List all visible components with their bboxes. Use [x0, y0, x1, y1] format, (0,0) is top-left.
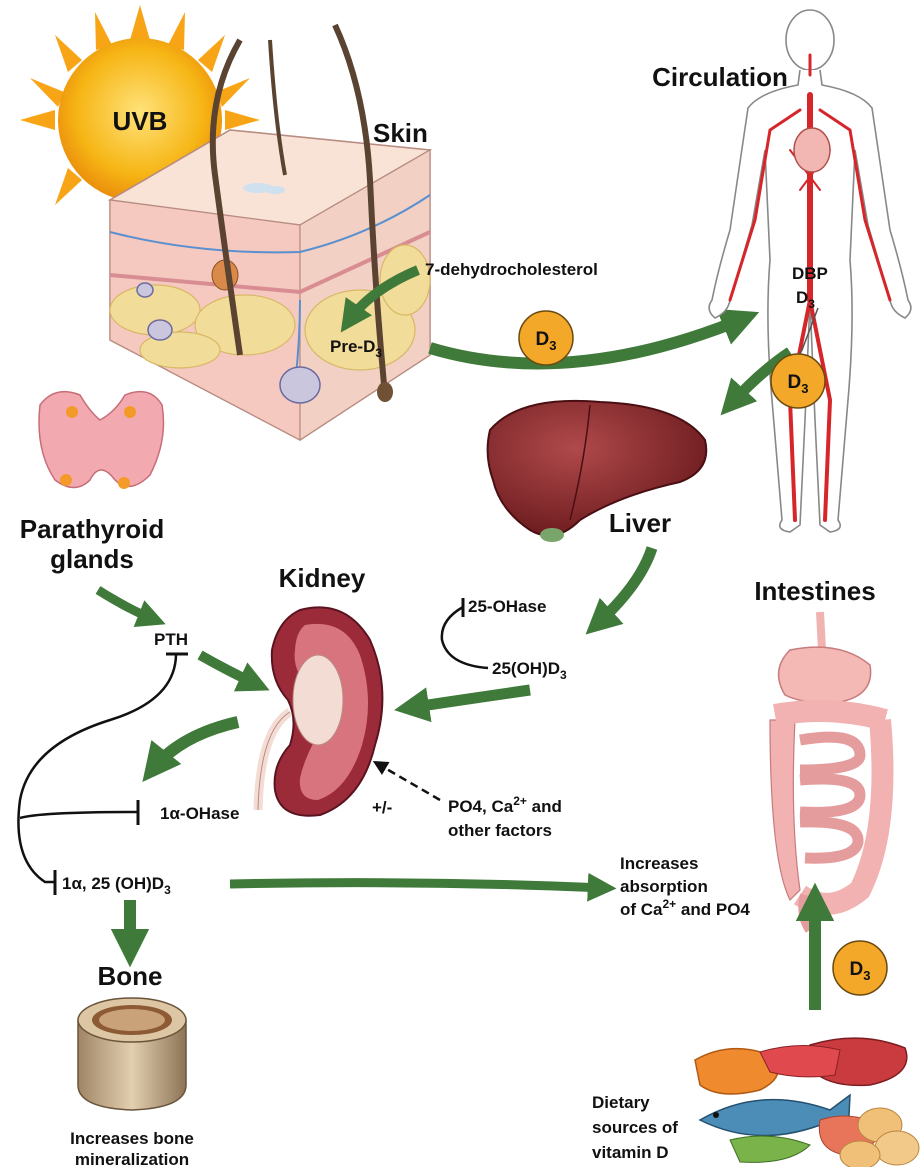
1a-ohase-label: 1α-OHase: [160, 804, 239, 823]
25ohd3-to-kidney-arrow: [408, 690, 530, 708]
kidney-label: Kidney: [279, 563, 366, 593]
parathyroid-illustration: [39, 392, 164, 489]
25-ohase-label: 25-OHase: [468, 597, 546, 616]
calcitriol-to-absorption-arrow: [230, 883, 605, 888]
heart-icon: [794, 128, 830, 172]
diet-label-line3: vitamin D: [592, 1143, 669, 1162]
pth-label: PTH: [154, 630, 188, 649]
diet-label-line1: Dietary: [592, 1093, 650, 1112]
bone-effect-line2: mineralization: [75, 1150, 189, 1167]
circulation-label: Circulation: [652, 62, 788, 92]
parathyroid-to-pth-arrow: [98, 590, 155, 620]
7-dehydrocholesterol-label: 7-dehydrocholesterol: [425, 260, 598, 279]
d3-badge-skin: D3: [519, 311, 573, 365]
bone-illustration: [78, 998, 186, 1110]
calcitriol-label: 1α, 25 (OH)D3: [62, 874, 171, 897]
factors-dashed-arrow: [378, 764, 440, 800]
kidney-to-1a-ohase-arrow: [152, 722, 238, 770]
kidney-illustration: [258, 607, 382, 815]
pth-to-kidney-arrow: [200, 655, 258, 685]
25ohd3-label: 25(OH)D3: [492, 659, 567, 682]
d3-badge-circulation: D3: [771, 354, 825, 408]
d3-badge-diet: D3: [833, 941, 887, 995]
ohase-loop: [442, 607, 488, 668]
intestines-illustration: [770, 612, 885, 930]
factors-label-line1: PO4, Ca2+ and: [448, 794, 562, 816]
bone-effect-line1: Increases bone: [70, 1129, 194, 1148]
absorption-label-line3: of Ca2+ and PO4: [620, 897, 750, 919]
factors-label-line2: other factors: [448, 821, 552, 840]
dietary-foods-illustration: [695, 1038, 919, 1167]
parathyroid-label-line1: Parathyroid: [20, 514, 165, 544]
absorption-label-line1: Increases: [620, 854, 698, 873]
diet-label-line2: sources of: [592, 1118, 678, 1137]
bone-label: Bone: [98, 961, 163, 991]
liver-label: Liver: [609, 508, 671, 538]
absorption-label-line2: absorption: [620, 877, 708, 896]
dbp-label: DBP: [792, 264, 828, 283]
uvb-label: UVB: [113, 106, 168, 136]
plus-minus-label: +/-: [372, 798, 392, 817]
skin-label: Skin: [373, 118, 428, 148]
parathyroid-label-line2: glands: [50, 544, 134, 574]
liver-to-25ohd3-arrow: [596, 548, 652, 625]
intestines-label: Intestines: [754, 576, 875, 606]
skin-to-circulation-arrow: [430, 318, 745, 363]
1a-ohase-feedback-line: [20, 812, 138, 818]
liver-illustration: [488, 401, 707, 542]
